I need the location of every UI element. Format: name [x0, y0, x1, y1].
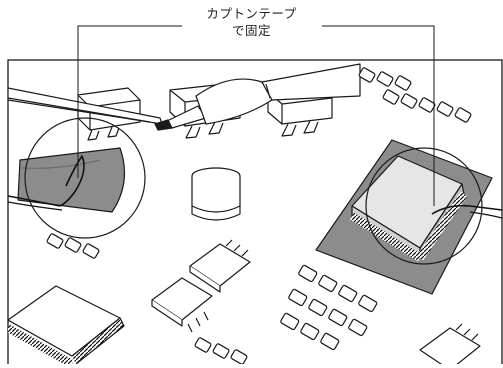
soldering-iron-icon	[154, 63, 361, 131]
chip-resistor-row-top	[358, 67, 472, 123]
kapton-tape-left	[8, 147, 126, 213]
kapton-tape-right	[315, 139, 503, 295]
annotation-label-line1: カプトンテープ	[206, 6, 297, 21]
soic-ic-1	[189, 239, 251, 293]
soic-ic-3	[419, 323, 481, 364]
chip-resistor-grid	[280, 264, 378, 351]
chip-resistor-row-left	[46, 233, 100, 259]
magnifier-circle-left	[24, 117, 146, 239]
annotation-label-line2: で固定	[231, 23, 271, 38]
soic-ic-2	[151, 277, 213, 333]
electrolytic-capacitor	[191, 167, 241, 221]
magnifier-circle-right	[365, 147, 483, 265]
callout-leader-lines	[77, 25, 435, 206]
chip-resistor-row-bottom	[194, 337, 248, 364]
qfp-ic-bottom-left	[8, 285, 125, 364]
